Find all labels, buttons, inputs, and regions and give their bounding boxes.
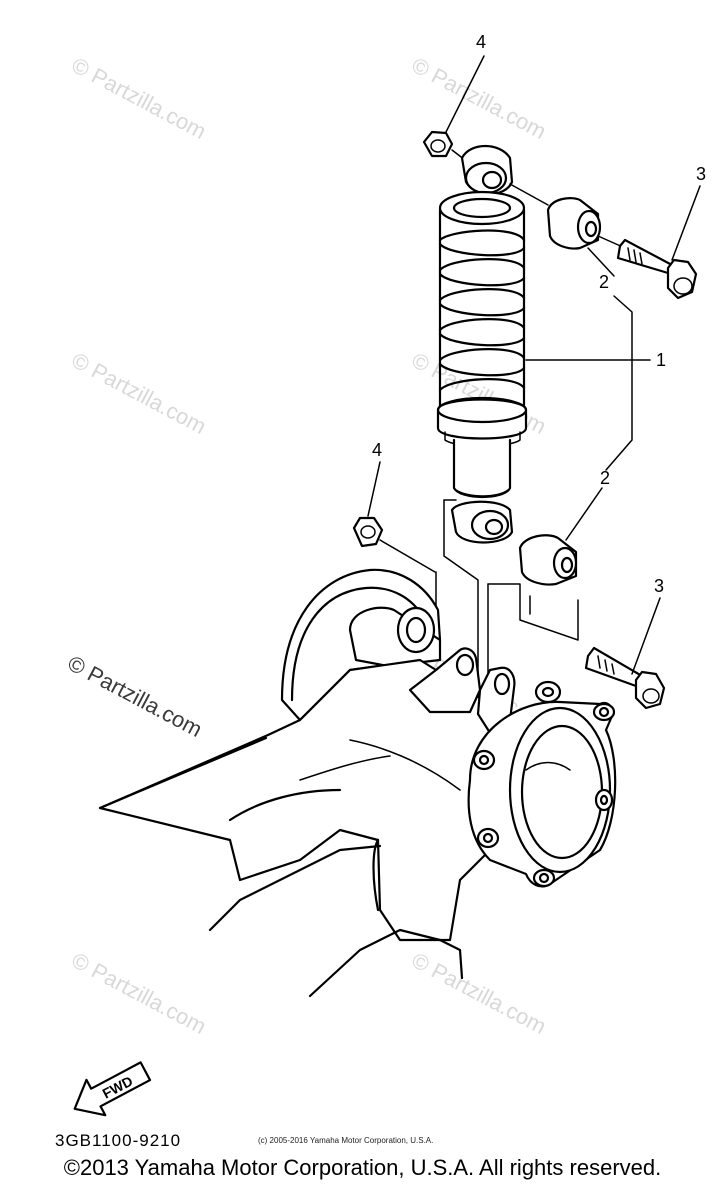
callout-1: 1 <box>656 350 666 370</box>
small-copyright: (c) 2005-2016 Yamaha Motor Corporation, … <box>258 1136 434 1145</box>
watermark: © Partzilla.com <box>68 52 211 144</box>
nut-lower <box>352 516 436 573</box>
watermark-dark: © Partzilla.com <box>64 650 207 742</box>
shock-upper-eye <box>460 145 549 206</box>
shock-lower-eye <box>450 500 514 544</box>
watermark: © Partzilla.com <box>68 347 211 439</box>
callout-4-bottom: 4 <box>372 440 382 460</box>
callout-3-top: 3 <box>696 164 706 184</box>
watermark: © Partzilla.com <box>408 947 551 1039</box>
shock-spring <box>436 190 528 447</box>
swing-arm-assembly <box>98 568 617 998</box>
shock-body <box>452 438 512 498</box>
part-code: 3GB1100-9210 <box>55 1131 182 1150</box>
nut-top <box>422 130 466 161</box>
bolt-upper <box>616 238 698 300</box>
watermark: © Partzilla.com <box>68 947 211 1039</box>
callout-2-top: 2 <box>599 272 609 292</box>
callout-4-top: 4 <box>476 32 486 52</box>
fwd-arrow-icon: FWD <box>73 1061 152 1117</box>
collar-upper <box>546 197 626 250</box>
footer-copyright: ©2013 Yamaha Motor Corporation, U.S.A. A… <box>63 1155 662 1180</box>
bolt-lower <box>584 646 666 710</box>
callout-3-bottom: 3 <box>654 576 664 596</box>
callout-leaders <box>367 55 701 675</box>
collar-lower <box>518 534 578 586</box>
callout-2-bottom: 2 <box>600 468 610 488</box>
